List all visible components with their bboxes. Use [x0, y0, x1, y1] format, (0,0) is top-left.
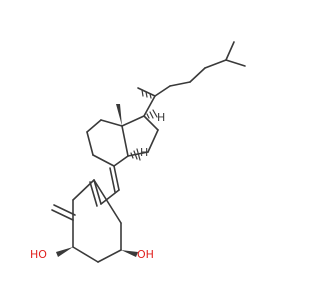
- bond-c10-c19: [51, 209, 74, 221]
- bond-c8-c7-double: [109, 167, 116, 193]
- ho-wedge: [56, 247, 73, 257]
- ho-label: HO: [30, 248, 47, 261]
- bond-c16-c15: [147, 129, 159, 153]
- bond-c6-c5-double: [89, 181, 98, 207]
- bond-c9-c8: [92, 154, 115, 167]
- bond-c3-c2: [97, 249, 122, 263]
- triene-linker: [89, 165, 120, 207]
- bond-c24-c25: [204, 59, 227, 69]
- bond-c5-c10: [72, 179, 95, 201]
- bond-c23-c24: [189, 67, 206, 83]
- h-hash-top: [146, 109, 158, 119]
- molecule-structure: H H HO OH: [30, 41, 246, 263]
- methyl-wedge: [116, 104, 122, 126]
- bond-c17-c13: [121, 115, 145, 127]
- bond-c13-c14: [121, 125, 129, 157]
- h-label-top: H: [157, 111, 165, 124]
- bond-c22-c23: [169, 81, 191, 87]
- side-chain: [137, 41, 246, 97]
- six-membered-ring-cd: [86, 119, 129, 167]
- bond-c11-c9: [86, 131, 94, 156]
- bond-c20-c22: [154, 85, 171, 97]
- bond-c17-c16: [143, 115, 159, 131]
- bond-c8-c7: [113, 165, 120, 191]
- bond-c5-c4: [93, 179, 122, 224]
- bond-c25-c27: [225, 59, 246, 67]
- a-ring: [72, 179, 122, 263]
- h-label-mid: H: [140, 146, 148, 159]
- bond-c6-c5: [93, 179, 102, 205]
- bond-c10-c19-double: [53, 204, 76, 216]
- bond-c7-c6: [100, 189, 120, 205]
- bond-c2-c1: [72, 246, 99, 263]
- bond-c13-c12: [100, 119, 123, 127]
- bond-c25-c26: [225, 41, 235, 61]
- c20-hash: [141, 89, 152, 99]
- bond-c8-c14: [113, 155, 129, 167]
- bond-c12-c11: [86, 119, 102, 133]
- oh-wedge: [121, 250, 138, 257]
- exocyclic-methylene: [51, 204, 76, 221]
- bond-c17-c20: [143, 95, 156, 117]
- oh-label: OH: [137, 248, 154, 261]
- h-hash-mid: [130, 148, 141, 161]
